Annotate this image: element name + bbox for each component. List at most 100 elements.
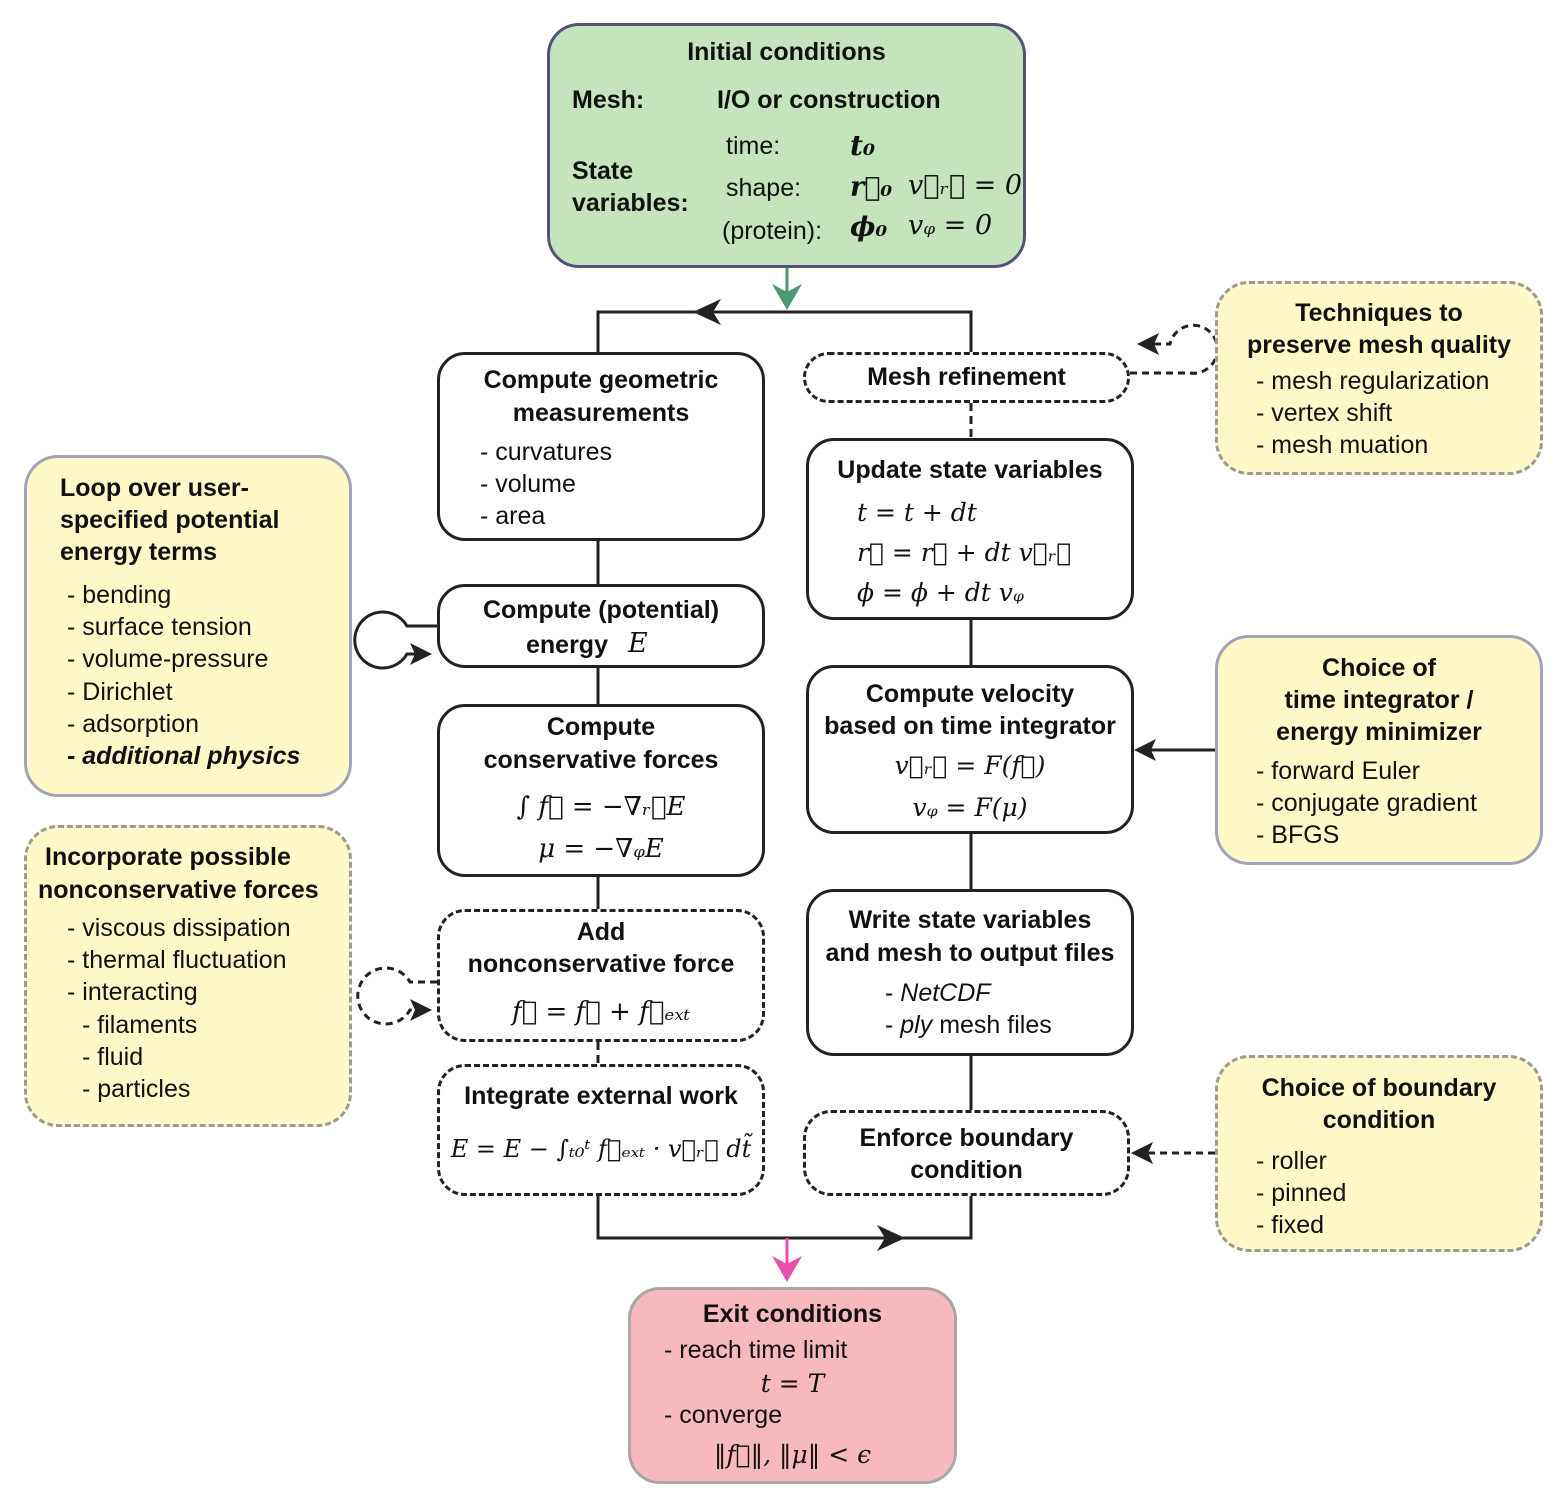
potential-terms-title-line-2: specified potential xyxy=(60,506,280,534)
write-output-box: Write state variables and mesh to output… xyxy=(806,889,1134,1056)
integrator-choice-box: Choice of time integrator / energy minim… xyxy=(1215,635,1543,865)
conservative-equation-1: ∫ f⃗ = −∇ᵣ⃗E xyxy=(516,792,686,822)
boundary-choice-arrowhead xyxy=(1131,1142,1153,1164)
initial-conditions-box: Initial conditions Mesh: I/O or construc… xyxy=(547,23,1026,268)
boundary-choice-item: - fixed xyxy=(1256,1211,1325,1239)
exit-equation-time: t = T xyxy=(760,1369,825,1398)
velocity-equation-shape: v⃗ᵣ⃗ = F(f⃗) xyxy=(894,751,1046,780)
energy-loop-arrowhead xyxy=(410,643,432,665)
boundary-title-line-1: Enforce boundary xyxy=(859,1124,1074,1152)
potential-term-item: - bending xyxy=(67,581,172,609)
boundary-choice-title-line-1: Choice of boundary xyxy=(1261,1074,1497,1102)
protein-value: ϕ₀ xyxy=(850,212,888,243)
mesh-value: I/O or construction xyxy=(717,86,941,114)
geometric-item: - curvatures xyxy=(480,438,612,466)
boundary-choice-item: - roller xyxy=(1256,1147,1327,1175)
external-work-equation: E = E − ∫ₜ₀ᵗ f⃗ₑₓₜ · v⃗ᵣ⃗ dt̃ xyxy=(450,1135,752,1163)
nonconservative-force-box: Add nonconservative force f⃗ = f⃗ + f⃗ₑₓ… xyxy=(437,909,765,1042)
state-label-line-2: variables: xyxy=(572,189,689,217)
write-item-ply-format: ply xyxy=(900,1011,933,1039)
mesh-quality-item: - mesh muation xyxy=(1256,431,1429,459)
conservative-title-line-2: conservative forces xyxy=(483,746,719,774)
potential-term-item: - volume-pressure xyxy=(67,645,269,673)
shape-label: shape: xyxy=(726,174,802,202)
mesh-quality-item: - mesh regularization xyxy=(1256,367,1490,395)
write-item-prefix: - xyxy=(885,979,901,1007)
mesh-quality-box: Techniques to preserve mesh quality - me… xyxy=(1215,281,1543,475)
write-item-prefix: - xyxy=(885,1011,901,1039)
nonconservative-option-item: - interacting xyxy=(67,978,198,1006)
external-work-box: Integrate external work E = E − ∫ₜ₀ᵗ f⃗ₑ… xyxy=(437,1064,765,1196)
shape-velocity: v⃗ᵣ⃗ = 0 xyxy=(908,170,1022,201)
external-work-title: Integrate external work xyxy=(464,1082,738,1110)
update-equation-protein: ϕ = ϕ + dt vᵩ xyxy=(857,578,1024,607)
write-item-ply: - ply mesh files xyxy=(885,1009,1052,1041)
mesh-refinement-box: Mesh refinement xyxy=(803,352,1130,403)
exit-item-converge: - converge xyxy=(664,1401,783,1429)
velocity-equation-protein: vᵩ = F(μ) xyxy=(912,793,1028,822)
exit-equation-converge: ‖f⃗‖, ‖μ‖ < ϵ xyxy=(713,1440,872,1469)
integrator-item: - conjugate gradient xyxy=(1256,789,1477,817)
potential-energy-box: Compute (potential) energy E xyxy=(437,584,765,668)
velocity-title-line-1: Compute velocity xyxy=(865,680,1075,708)
integrator-item: - BFGS xyxy=(1256,821,1340,849)
conservative-equation-2: μ = −∇ᵩE xyxy=(538,834,664,864)
compute-velocity-box: Compute velocity based on time integrato… xyxy=(806,665,1134,834)
nonconservative-option-item: - viscous dissipation xyxy=(67,914,291,942)
boundary-title-line-2: condition xyxy=(910,1156,1023,1184)
time-label: time: xyxy=(726,132,781,160)
mesh-quality-loop-arrowhead xyxy=(1137,333,1159,355)
loop-top-connector xyxy=(596,310,973,352)
integrator-title-line-3: energy minimizer xyxy=(1276,718,1482,746)
geometric-item: - area xyxy=(480,502,546,530)
potential-term-additional-physics: - additional physics xyxy=(67,742,301,770)
nonconservative-option-subitem: - particles xyxy=(82,1075,191,1103)
write-title-line-2: and mesh to output files xyxy=(825,939,1115,967)
potential-term-item: - adsorption xyxy=(67,710,200,738)
exit-conditions-box: Exit conditions - reach time limit t = T… xyxy=(628,1287,957,1484)
update-equation-shape: r⃗ = r⃗ + dt v⃗ᵣ⃗ xyxy=(857,538,1072,567)
exit-item-time-limit: - reach time limit xyxy=(664,1336,848,1364)
integrator-arrowhead xyxy=(1134,739,1156,761)
mesh-refinement-title: Mesh refinement xyxy=(867,363,1066,391)
integrator-title-line-2: time integrator / xyxy=(1284,686,1474,714)
mesh-quality-title-line-2: preserve mesh quality xyxy=(1246,331,1511,359)
time-value: t₀ xyxy=(850,129,876,162)
geometric-measurements-box: Compute geometric measurements - curvatu… xyxy=(437,352,765,541)
state-label-line-1: State xyxy=(572,157,634,185)
geometric-title-line-1: Compute geometric xyxy=(483,366,719,394)
boundary-condition-box: Enforce boundary condition xyxy=(803,1110,1130,1196)
boundary-choice-item: - pinned xyxy=(1256,1179,1347,1207)
write-item-netcdf: - NetCDF xyxy=(885,977,991,1009)
nonconservative-options-title-line-2: nonconservative forces xyxy=(38,876,319,904)
exit-arrowhead xyxy=(772,1256,802,1282)
nonconservative-title-line-2: nonconservative force xyxy=(467,950,735,978)
energy-title-line-1: Compute (potential) xyxy=(482,596,720,624)
integrator-title-line-1: Choice of xyxy=(1322,654,1436,682)
potential-term-item: - surface tension xyxy=(67,613,252,641)
potential-terms-title-line-3: energy terms xyxy=(60,538,218,566)
mesh-quality-title-line-1: Techniques to xyxy=(1295,299,1463,327)
potential-terms-title-line-1: Loop over user- xyxy=(60,474,249,502)
write-item-ply-label: mesh files xyxy=(932,1011,1052,1039)
energy-symbol: E xyxy=(628,628,648,659)
velocity-title-line-2: based on time integrator xyxy=(824,712,1116,740)
potential-terms-box: Loop over user- specified potential ener… xyxy=(24,455,352,797)
mesh-quality-item: - vertex shift xyxy=(1256,399,1393,427)
write-title-line-1: Write state variables xyxy=(848,906,1092,934)
boundary-choice-box: Choice of boundary condition - roller - … xyxy=(1215,1055,1543,1252)
entry-arrowhead xyxy=(772,284,802,310)
mesh-quality-loop-connector xyxy=(1130,323,1219,375)
energy-title-line-2: energy xyxy=(526,631,608,659)
nonconservative-option-item: - thermal fluctuation xyxy=(67,946,287,974)
update-state-box: Update state variables t = t + dt r⃗ = r… xyxy=(806,438,1134,620)
loop-bottom-connector xyxy=(596,1196,973,1240)
boundary-choice-title-line-2: condition xyxy=(1322,1106,1436,1134)
nonconservative-option-subitem: - fluid xyxy=(82,1043,144,1071)
mesh-label: Mesh: xyxy=(572,86,645,114)
loop-top-arrowhead xyxy=(693,299,721,325)
nonconservative-loop-connector xyxy=(356,966,437,1026)
integrator-item: - forward Euler xyxy=(1256,757,1420,785)
update-title: Update state variables xyxy=(837,456,1103,484)
